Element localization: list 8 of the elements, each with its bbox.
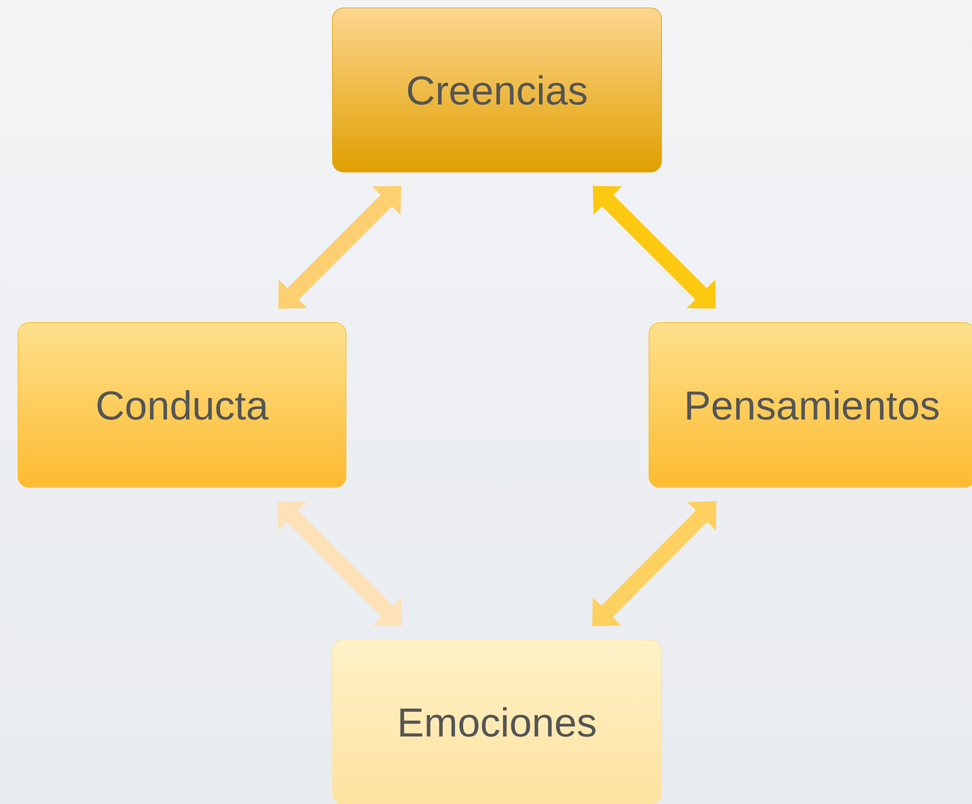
concept-box: Pensamientos [648,322,972,488]
concept-box: Conducta [18,322,346,488]
double-arrow [592,186,716,309]
double-arrow [278,186,402,309]
concept-box: Creencias [332,8,662,172]
double-arrow [278,501,402,626]
double-arrow [592,501,716,626]
concept-box: Emociones [332,640,662,804]
